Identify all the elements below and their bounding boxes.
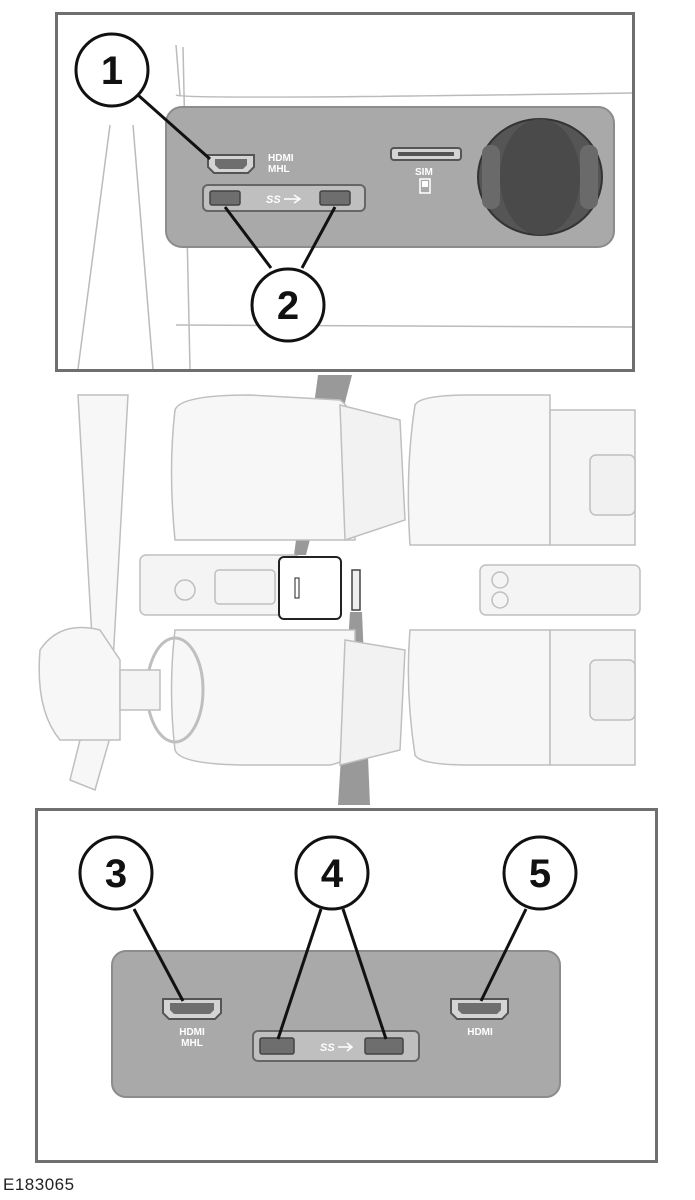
callout-4-number: 4 — [321, 852, 344, 896]
usb-port-left — [209, 190, 241, 206]
sim-label: SIM — [415, 167, 433, 178]
rear-usb-ss-label: SS — [320, 1042, 335, 1054]
front-console-detail-panel: HDMI MHL SS SIM 1 2 — [55, 12, 635, 372]
figure-id: E183065 — [3, 1175, 75, 1194]
callout-1-number: 1 — [101, 49, 123, 93]
hdmi-mhl-label-line2: MHL — [181, 1038, 203, 1049]
usb-port-right — [319, 190, 351, 206]
hdmi-mhl-label-line1: HDMI — [179, 1027, 205, 1038]
callout-2-number: 2 — [277, 284, 299, 328]
usb-ss-label: SS — [266, 194, 281, 206]
hdmi-label-5: HDMI — [467, 1027, 493, 1038]
pointer-wedge-bottom — [338, 612, 370, 805]
rear-usb-port-right — [364, 1037, 404, 1055]
hdmi-label: HDMI — [268, 153, 294, 164]
callout-2 — [250, 267, 326, 343]
front-console-detail-drawing: HDMI MHL SS SIM 1 2 — [74, 32, 632, 369]
rear-console-detail-panel: HDMI MHL SS HDMI 3 4 5 — [35, 808, 658, 1163]
rear-console-detail-drawing: HDMI MHL SS HDMI 3 4 5 — [78, 835, 578, 1098]
highlighted-console-module — [278, 556, 342, 620]
callout-3-number: 3 — [105, 852, 127, 896]
rear-usb-port-left — [259, 1037, 295, 1055]
callout-5-number: 5 — [529, 852, 551, 896]
callout-1 — [74, 32, 150, 108]
callout-3 — [78, 835, 154, 911]
callout-5 — [502, 835, 578, 911]
pointer-wedge-top — [294, 375, 352, 555]
highlighted-rear-module — [351, 569, 361, 611]
callout-4 — [294, 835, 370, 911]
rear-console-plate — [111, 950, 561, 1098]
mhl-label: MHL — [268, 164, 290, 175]
